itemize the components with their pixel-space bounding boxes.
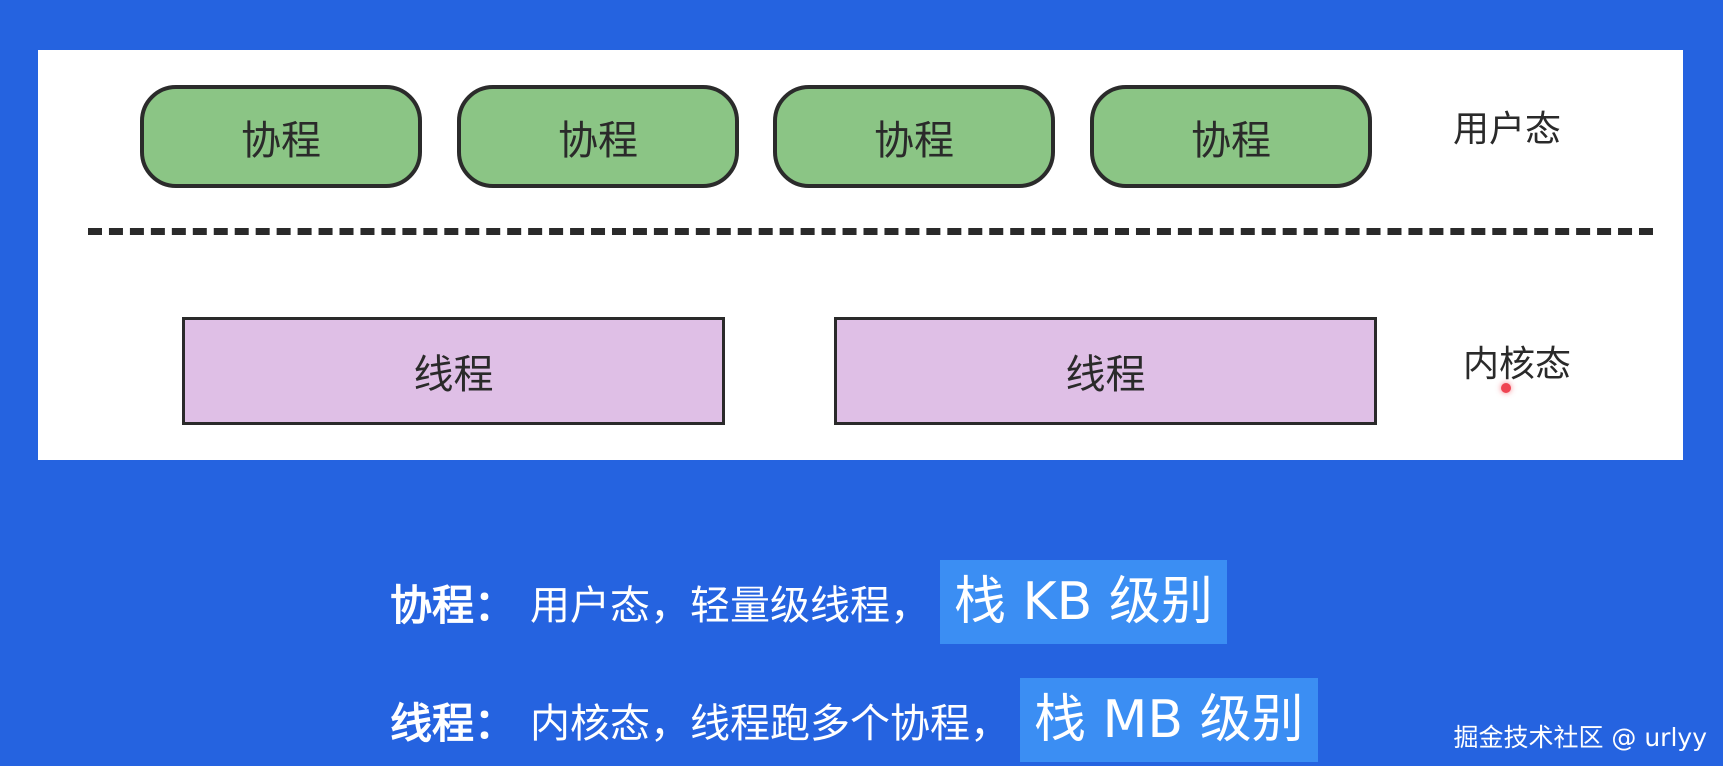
kernel-mode-label: 内核态 (1463, 344, 1572, 385)
coroutine-box: 协程 (1090, 85, 1372, 188)
coroutine-box: 协程 (457, 85, 739, 188)
coroutine-box: 协程 (773, 85, 1055, 188)
caption-description: 内核态，线程跑多个协程， (530, 701, 1011, 747)
caption-highlight: 栈 MB 级别 (1020, 678, 1318, 762)
caption-key: 线程 (390, 698, 475, 748)
thread-caption: 线程 ： 内核态，线程跑多个协程， 栈 MB 级别 (390, 678, 1318, 762)
diagram-panel: 协程 协程 协程 协程 用户态 线程 线程 内核态 (38, 50, 1683, 460)
watermark: 掘金技术社区 @ urlyy (1453, 723, 1707, 752)
caption-colon: ： (474, 580, 517, 630)
caption-colon: ： (474, 698, 517, 748)
user-mode-label: 用户态 (1453, 109, 1562, 150)
coroutine-caption: 协程 ： 用户态，轻量级线程， 栈 KB 级别 (390, 560, 1227, 644)
thread-box: 线程 (182, 317, 725, 425)
coroutine-box: 协程 (140, 85, 422, 188)
mode-divider (88, 228, 1653, 235)
caption-highlight: 栈 KB 级别 (940, 560, 1227, 644)
caption-description: 用户态，轻量级线程， (530, 583, 931, 629)
thread-box: 线程 (834, 317, 1377, 425)
caption-key: 协程 (390, 580, 475, 630)
cursor-dot (1501, 383, 1511, 393)
